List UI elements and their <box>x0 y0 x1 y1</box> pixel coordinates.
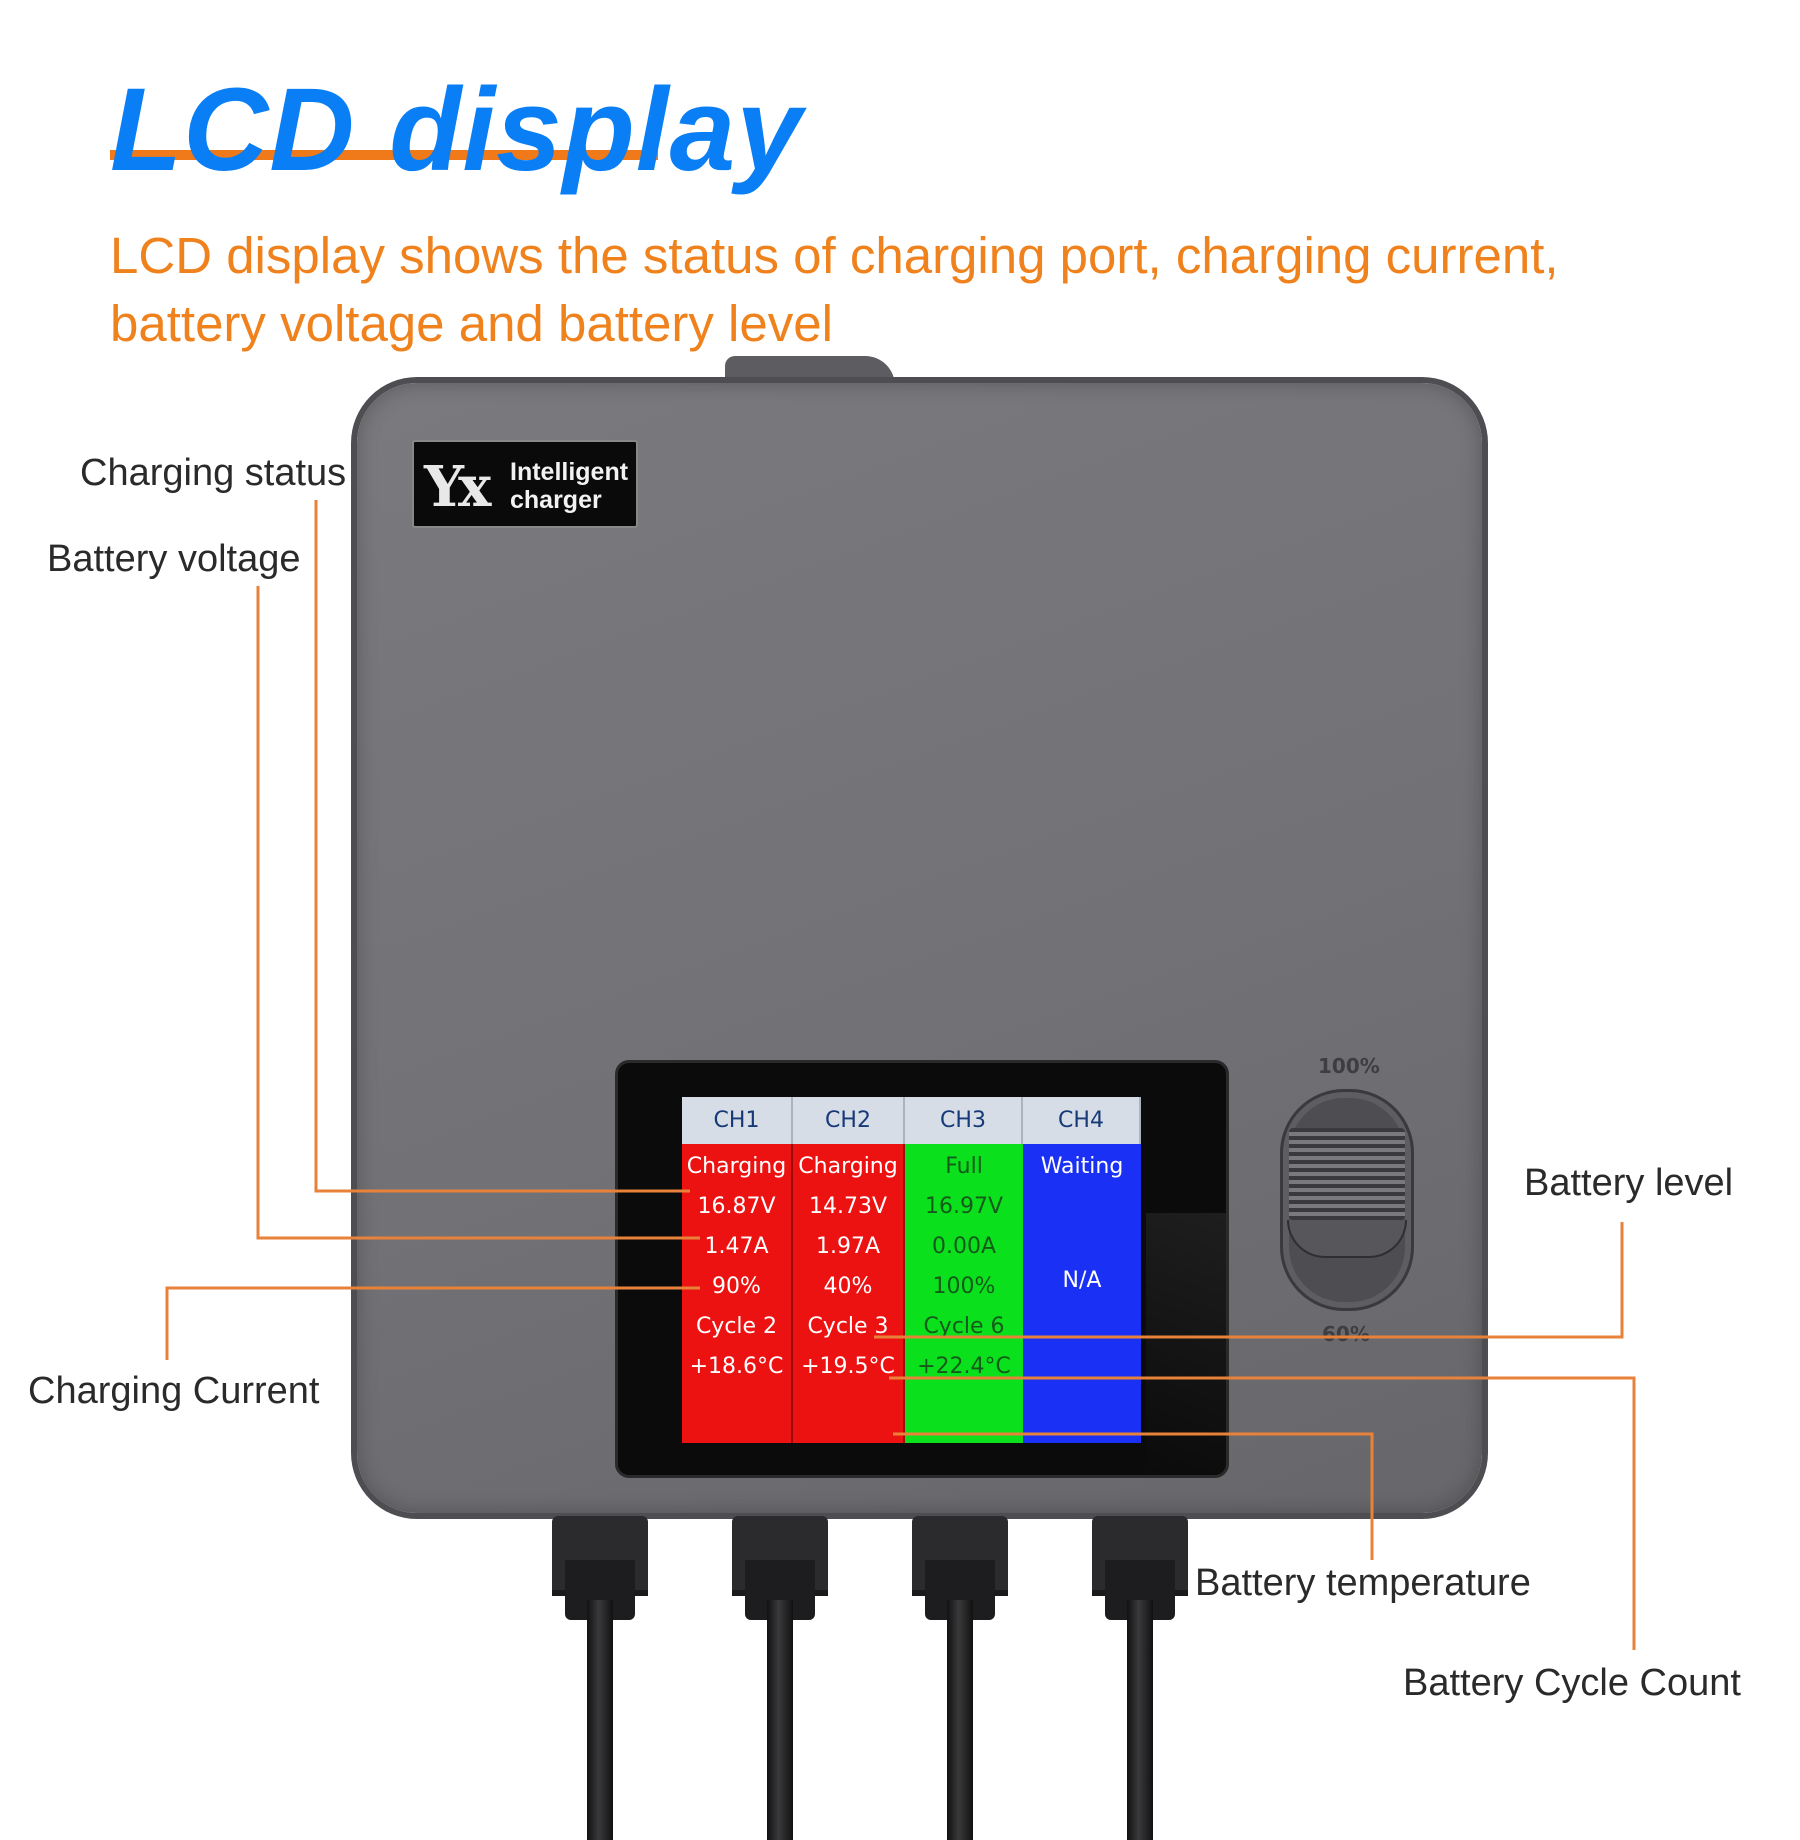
channel-voltage: 16.97V <box>924 1194 1004 1219</box>
channel-body: Full 16.97V 0.00A 100% Cycle 6 +22.4°C <box>905 1144 1023 1443</box>
channel-temp: +19.5°C <box>801 1354 895 1379</box>
cable-2 <box>767 1600 793 1840</box>
channel-header: CH2 <box>793 1097 905 1144</box>
title-underline <box>110 150 658 160</box>
channel-temp: +18.6°C <box>689 1354 784 1379</box>
channel-body: Charging 14.73V 1.97A 40% Cycle 3 +19.5°… <box>793 1144 905 1443</box>
channel-cycle: Cycle 3 <box>807 1314 889 1339</box>
dial-min-label: 60% <box>1322 1322 1370 1346</box>
channel-cycle: Cycle 2 <box>695 1314 778 1339</box>
channel-current: 1.97A <box>815 1234 881 1259</box>
cable-4 <box>1127 1600 1153 1840</box>
lcd-glare <box>1146 1213 1226 1473</box>
callout-charging-status: Charging status <box>80 452 347 494</box>
channel-temp: +22.4°C <box>917 1354 1011 1379</box>
channel-status: Charging <box>798 1154 898 1179</box>
lcd-channel-table: CH1 Charging 16.87V 1.47A 90% Cycle 2 +1… <box>682 1097 1141 1443</box>
dial-grip <box>1289 1128 1405 1220</box>
brand-text: Intelligent charger <box>510 458 628 514</box>
channel-body: Charging 16.87V 1.47A 90% Cycle 2 +18.6°… <box>682 1144 793 1443</box>
callout-battery-temperature: Battery temperature <box>1195 1562 1531 1604</box>
channel-na: N/A <box>1062 1268 1102 1293</box>
channel-voltage: 16.87V <box>697 1194 776 1219</box>
page-subtitle: LCD display shows the status of charging… <box>110 227 1559 352</box>
channel-level: 90% <box>712 1274 761 1299</box>
dial-max-label: 100% <box>1318 1054 1380 1078</box>
channel-level: 100% <box>932 1274 996 1299</box>
callout-charging-current: Charging Current <box>28 1370 320 1412</box>
callout-battery-voltage: Battery voltage <box>47 538 301 580</box>
brand-line-1: Intelligent <box>510 458 629 486</box>
channel-column-ch1: CH1 Charging 16.87V 1.47A 90% Cycle 2 +1… <box>682 1097 793 1443</box>
channel-status: Full <box>945 1154 983 1179</box>
channel-column-ch4: CH4 Waiting N/A <box>1023 1097 1141 1443</box>
level-dial[interactable] <box>1280 1089 1414 1311</box>
dial-knob <box>1287 1220 1407 1258</box>
brand-logo: Yx Intelligent charger <box>412 440 638 528</box>
channel-column-ch2: CH2 Charging 14.73V 1.97A 40% Cycle 3 +1… <box>793 1097 905 1443</box>
channel-cycle: Cycle 6 <box>923 1314 1005 1339</box>
channel-status: Charging <box>686 1154 787 1179</box>
channel-header: CH1 <box>682 1097 793 1144</box>
callout-battery-cycle-count: Battery Cycle Count <box>1403 1662 1741 1704</box>
channel-level: 40% <box>823 1274 873 1299</box>
channel-header: CH4 <box>1023 1097 1141 1144</box>
channel-column-ch3: CH3 Full 16.97V 0.00A 100% Cycle 6 +22.4… <box>905 1097 1023 1443</box>
channel-current: 0.00A <box>931 1234 997 1259</box>
channel-status: Waiting <box>1040 1154 1124 1179</box>
channel-header: CH3 <box>905 1097 1023 1144</box>
brand-mark: Yx <box>424 454 491 520</box>
channel-body: Waiting N/A <box>1023 1144 1141 1443</box>
channel-current: 1.47A <box>704 1234 769 1259</box>
channel-voltage: 14.73V <box>808 1194 888 1219</box>
cable-3 <box>947 1600 973 1840</box>
callout-battery-level: Battery level <box>1524 1162 1734 1204</box>
page-title: LCD display <box>110 64 803 196</box>
brand-line-2: charger <box>510 486 602 514</box>
cable-1 <box>587 1600 613 1840</box>
